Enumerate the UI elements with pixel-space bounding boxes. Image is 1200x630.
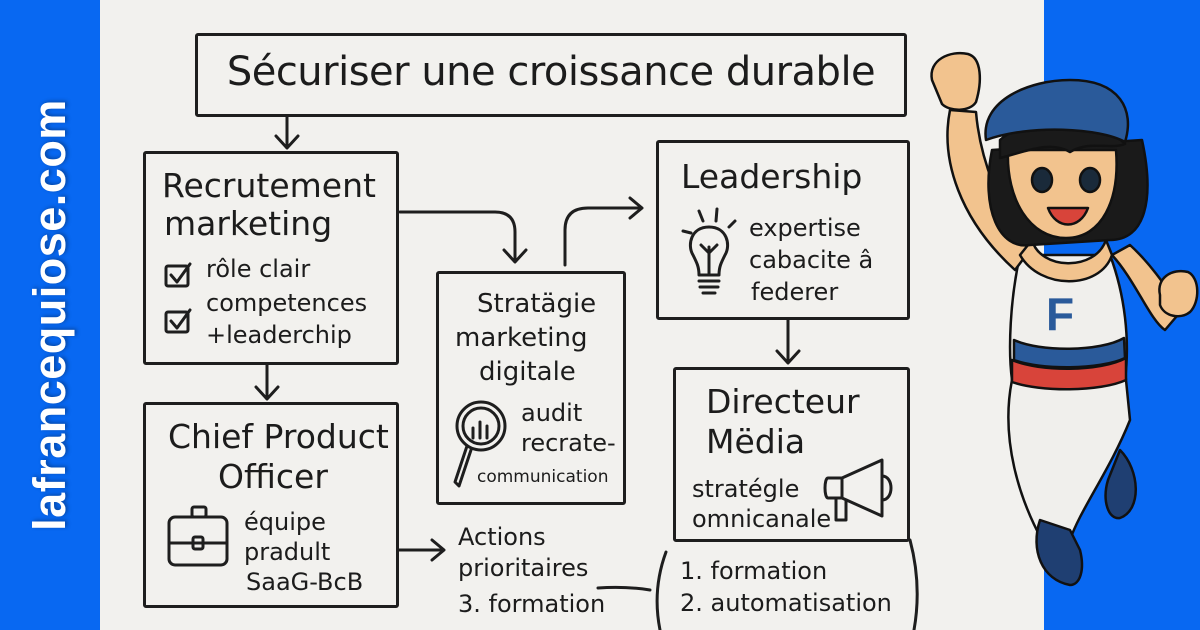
node-line: federer [751, 278, 839, 306]
megaphone-icon [822, 456, 902, 532]
node-strategie-marketing-digitale: Stratägie marketing digitale audit recra… [436, 271, 626, 505]
node-title: Chief Product [168, 417, 389, 456]
node-title: digitale [479, 357, 576, 387]
diagram-paper [100, 0, 1044, 630]
magnifier-chart-icon [451, 396, 507, 496]
mascot-illustration: F [920, 40, 1200, 600]
node-line: expertise [749, 214, 861, 242]
node-chief-product-officer: Chief Product Officer équipe pradult Saa… [143, 402, 399, 608]
node-line: omnicanale [692, 505, 832, 533]
site-brand-text: lafrancequiose.com [24, 99, 75, 531]
actions-item: 3. formation [458, 590, 606, 618]
checklist-item: rôle clair [206, 255, 311, 283]
diagram-title-box: Sécuriser une croissance durable [195, 33, 907, 117]
node-line: recrate- [521, 429, 616, 457]
node-title: Recrutement [162, 166, 376, 205]
checkbox-checked-icon [164, 306, 196, 340]
node-title: Leadership [681, 157, 863, 196]
node-title: marketing [164, 204, 333, 243]
node-line: SaaG-BcB [246, 568, 364, 596]
lightbulb-icon [679, 207, 739, 307]
node-line: communication [477, 467, 609, 487]
node-recrutement-marketing: Recrutement marketing rôle clair compete… [143, 151, 399, 365]
actions-title: Actions [458, 523, 546, 551]
node-line: audit [521, 399, 583, 427]
node-line: pradult [244, 538, 331, 566]
checklist-item: competences [206, 289, 368, 317]
node-line: équipe [244, 508, 326, 536]
node-title: Mëdia [706, 422, 806, 461]
checklist-item-cont: +leaderchip [206, 321, 352, 349]
node-directeur-media: Directeur Mëdia stratégle omnicanale [673, 367, 910, 542]
node-leadership: Leadership expertise cabacite â federer [656, 140, 910, 320]
checkbox-checked-icon [164, 260, 196, 294]
node-line: cabacite â [749, 246, 874, 274]
diagram-title: Sécuriser une croissance durable [226, 49, 876, 95]
briefcase-icon [166, 503, 230, 573]
node-title: Officer [218, 457, 328, 496]
node-title: Stratägie [477, 289, 597, 319]
left-brand-band: lafrancequiose.com [0, 0, 100, 630]
node-title: Directeur [706, 382, 860, 421]
node-line: stratégle [692, 475, 800, 503]
actions-list-item: 1. formation [680, 557, 828, 585]
shirt-letter: F [1046, 288, 1074, 340]
actions-title: prioritaires [458, 554, 589, 582]
actions-list-item: 2. automatisation [680, 589, 892, 617]
node-title: marketing [455, 323, 588, 353]
